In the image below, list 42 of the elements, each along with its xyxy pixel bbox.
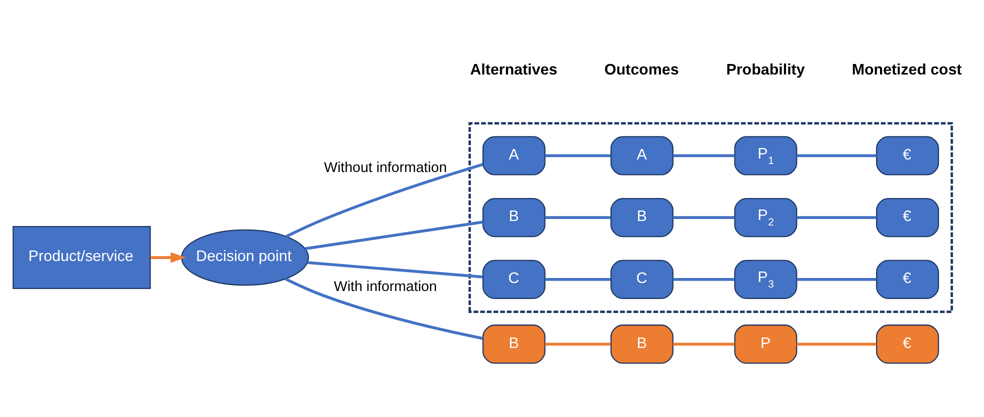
node-box: Product/service xyxy=(12,226,151,289)
node-box: B xyxy=(482,197,546,237)
node-box: B xyxy=(482,324,546,364)
connector xyxy=(796,278,876,280)
label: Alternatives xyxy=(470,61,558,78)
label: Probability xyxy=(726,61,805,78)
node-box: A xyxy=(482,136,546,175)
connector xyxy=(286,162,484,238)
connector xyxy=(673,216,735,218)
node-box: P$_{3}$ xyxy=(734,259,798,299)
node-box: P xyxy=(734,324,798,364)
connector xyxy=(545,216,611,218)
node-ellipse: Decision point xyxy=(181,228,309,286)
connector xyxy=(673,278,735,280)
connector xyxy=(545,278,611,280)
node-box: P$_{2}$ xyxy=(734,197,798,237)
node-box: B xyxy=(610,197,674,237)
node-box: € xyxy=(876,259,940,299)
node-box: C xyxy=(610,259,674,299)
label: Monetized cost xyxy=(852,61,962,78)
node-box: € xyxy=(876,197,940,237)
connector xyxy=(796,154,876,157)
node-box: € xyxy=(876,324,940,364)
cluster xyxy=(468,122,953,312)
connector xyxy=(796,342,876,346)
label: Outcomes xyxy=(604,61,679,78)
connector xyxy=(673,154,735,157)
edge-label: Without information xyxy=(324,159,447,176)
connector xyxy=(545,154,611,157)
connector xyxy=(673,342,735,346)
connector xyxy=(545,342,611,346)
node-box: € xyxy=(876,136,940,175)
node-box: B xyxy=(610,324,674,364)
edge-label: With information xyxy=(334,278,437,294)
node-box: A xyxy=(610,136,674,175)
arrow xyxy=(150,252,186,262)
connector xyxy=(305,220,484,250)
node-box: P$_{1}$ xyxy=(734,136,798,175)
connector xyxy=(307,260,483,278)
node-box: C xyxy=(482,259,546,299)
connector xyxy=(796,216,876,218)
connector xyxy=(284,277,484,340)
